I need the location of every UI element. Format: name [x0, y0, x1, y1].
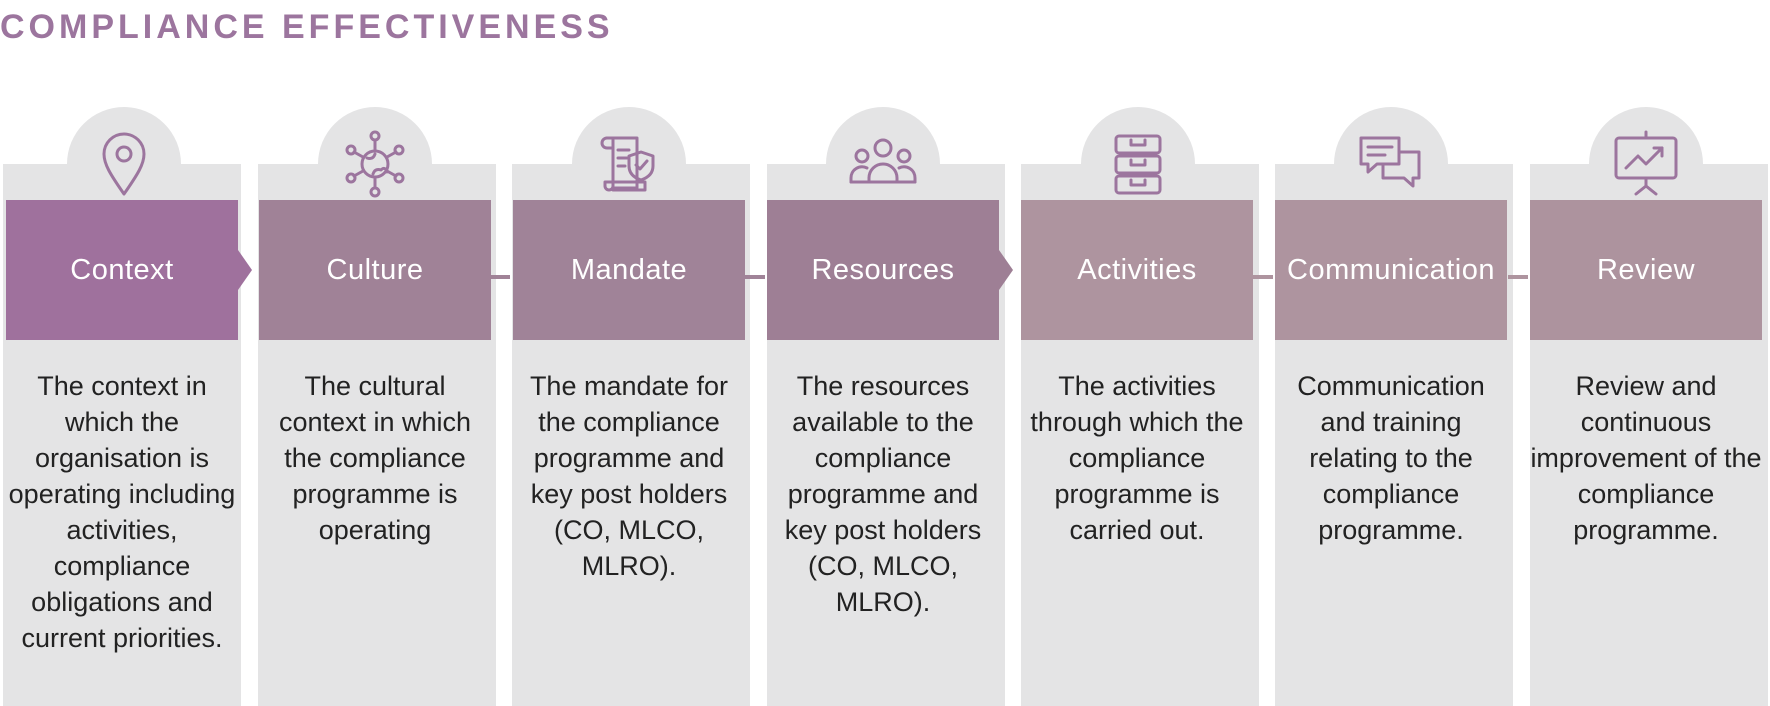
flow-connector — [745, 275, 765, 279]
step-description-communication: Communication and training relating to t… — [1297, 371, 1485, 545]
step-description-resources: The resources available to the complianc… — [784, 371, 982, 617]
step-description-activities: The activities through which the complia… — [1030, 371, 1244, 545]
filing-cabinet-icon — [1102, 128, 1174, 200]
step-header-context: Context — [6, 200, 238, 340]
step-header-communication: Communication — [1275, 200, 1507, 340]
people-group-icon — [847, 128, 919, 200]
flow-connector — [1508, 275, 1528, 279]
step-description-culture: The cultural context in which the compli… — [278, 371, 472, 545]
flow-connector — [1253, 275, 1273, 279]
step-description-mandate: The mandate for the compliance programme… — [529, 371, 729, 581]
flow-arrow — [238, 250, 252, 290]
step-header-review: Review — [1530, 200, 1762, 340]
step-header-resources: Resources — [767, 200, 999, 340]
chat-bubbles-icon — [1355, 128, 1427, 200]
flow-arrow — [999, 250, 1013, 290]
page-title: COMPLIANCE EFFECTIVENESS — [0, 8, 614, 46]
step-header-activities: Activities — [1021, 200, 1253, 340]
flow-connector — [490, 275, 510, 279]
location-pin-icon — [88, 128, 160, 200]
step-description-review: Review and continuous improvement of the… — [1530, 371, 1762, 545]
globe-network-icon — [339, 128, 411, 200]
step-description-context: The context in which the organisation is… — [8, 371, 236, 653]
step-header-culture: Culture — [259, 200, 491, 340]
document-shield-icon — [593, 128, 665, 200]
step-header-mandate: Mandate — [513, 200, 745, 340]
presentation-chart-icon — [1610, 128, 1682, 200]
